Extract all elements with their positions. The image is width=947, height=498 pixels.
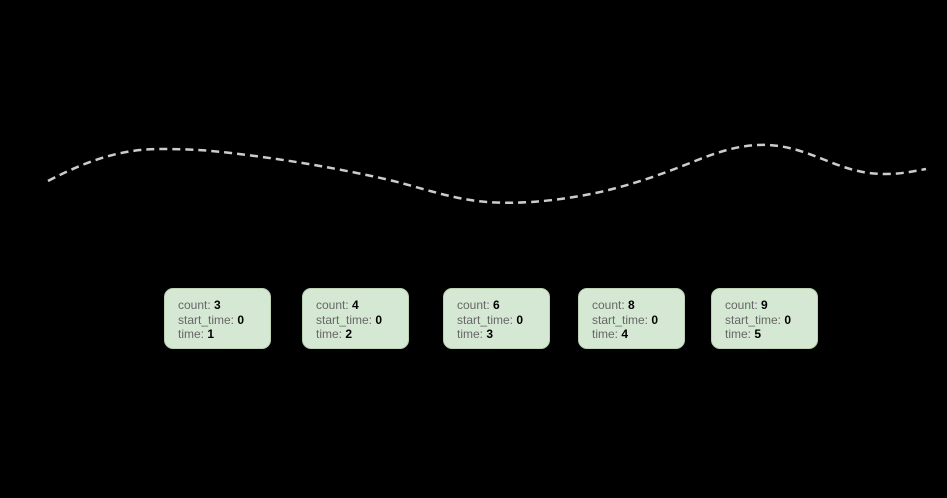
field-count: count: 9 xyxy=(725,298,811,313)
state-box-4: count: 8 start_time: 0 time: 4 xyxy=(578,288,685,349)
field-start-time: start_time: 0 xyxy=(725,313,811,328)
field-label: start_time: xyxy=(725,312,782,327)
field-value: 8 xyxy=(628,298,635,312)
field-time: time: 5 xyxy=(725,327,811,342)
field-count: count: 3 xyxy=(178,298,264,313)
field-count: count: 8 xyxy=(592,298,678,313)
field-value: 4 xyxy=(352,298,359,312)
field-label: time: xyxy=(725,327,752,341)
field-value: 0 xyxy=(784,312,792,327)
field-count: count: 6 xyxy=(457,298,543,313)
field-start-time: start_time: 0 xyxy=(178,313,264,328)
state-box-1: count: 3 start_time: 0 time: 1 xyxy=(164,288,271,349)
state-box-3: count: 6 start_time: 0 time: 3 xyxy=(443,288,550,349)
field-value: 5 xyxy=(754,327,762,341)
field-value: 4 xyxy=(621,327,629,341)
field-start-time: start_time: 0 xyxy=(457,313,543,328)
field-count: count: 4 xyxy=(316,298,402,313)
field-label: start_time: xyxy=(316,312,373,327)
field-label: count: xyxy=(457,298,490,312)
field-value: 3 xyxy=(214,298,221,312)
field-value: 6 xyxy=(493,298,500,312)
field-label: start_time: xyxy=(457,312,514,327)
field-value: 0 xyxy=(651,312,659,327)
state-box-5: count: 9 start_time: 0 time: 5 xyxy=(711,288,818,349)
field-label: count: xyxy=(592,298,625,312)
field-label: count: xyxy=(725,298,758,312)
field-label: time: xyxy=(457,327,484,341)
field-value: 0 xyxy=(516,312,524,327)
field-start-time: start_time: 0 xyxy=(592,313,678,328)
field-label: time: xyxy=(592,327,619,341)
field-time: time: 3 xyxy=(457,327,543,342)
field-value: 0 xyxy=(375,312,383,327)
state-box-2: count: 4 start_time: 0 time: 2 xyxy=(302,288,409,349)
dashed-curve-path xyxy=(47,143,927,204)
field-time: time: 4 xyxy=(592,327,678,342)
field-value: 2 xyxy=(345,327,353,341)
field-value: 3 xyxy=(486,327,494,341)
field-time: time: 2 xyxy=(316,327,402,342)
field-label: time: xyxy=(316,327,343,341)
field-label: start_time: xyxy=(178,312,235,327)
field-value: 0 xyxy=(237,312,245,327)
field-label: time: xyxy=(178,327,205,341)
field-label: count: xyxy=(178,298,211,312)
field-label: start_time: xyxy=(592,312,649,327)
field-value: 9 xyxy=(761,298,768,312)
field-value: 1 xyxy=(207,327,215,341)
field-start-time: start_time: 0 xyxy=(316,313,402,328)
field-time: time: 1 xyxy=(178,327,264,342)
field-label: count: xyxy=(316,298,349,312)
